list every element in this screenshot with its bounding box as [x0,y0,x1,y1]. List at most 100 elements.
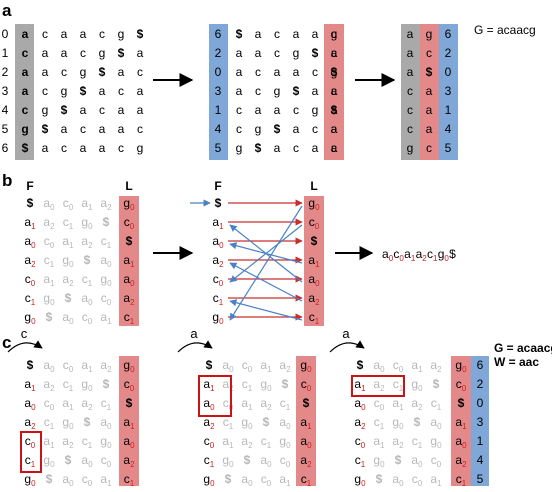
middle-symbol: g0 [373,453,385,469]
l-symbol: c0 [456,377,467,393]
middle-symbol: c1 [374,415,385,431]
rotation-cell: a [61,122,68,136]
middle-symbol: a0 [100,415,112,431]
middle-symbol: a1 [260,358,272,374]
sorted-cell: g [274,84,281,98]
panel-c-pattern-label: W = aac [494,355,539,369]
f-cell: g [407,141,414,155]
sorted-cell: c [331,84,337,98]
sorted-cell: $ [293,84,300,98]
step-letter: a [342,326,350,341]
suffix-offset: 4 [215,122,222,136]
bwt-cell: c [331,46,337,60]
f-symbol: g0 [24,472,36,488]
lf-arrow [229,224,303,283]
middle-symbol: c0 [261,472,272,488]
f-symbol: $ [27,196,34,210]
rotation-cell: $ [42,122,49,136]
sorted-cell: c [236,122,242,136]
f-symbol: $ [206,358,213,372]
sorted-cell: g [293,46,300,60]
f-symbol: a0 [203,396,215,412]
rotation-cell: a [61,46,68,60]
l-symbol: $ [126,396,133,410]
middle-symbol: c1 [44,253,55,269]
sorted-cell: g [312,103,319,117]
l-symbol: a1 [300,415,312,431]
middle-symbol: a2 [100,196,112,212]
middle-symbol: a0 [43,358,55,374]
sorted-cell: $ [236,27,243,41]
l-symbol: c1 [301,472,312,488]
middle-symbol: c0 [431,453,442,469]
sorted-cell: a [293,65,300,79]
l-symbol: c0 [124,377,135,393]
rotation-cell: c [118,141,124,155]
middle-symbol: c1 [63,215,74,231]
middle-symbol: a1 [430,472,442,488]
middle-symbol: $ [65,453,72,467]
f-symbol: a2 [203,415,215,431]
middle-symbol: a2 [222,377,234,393]
bwt-cell: a [331,122,338,136]
middle-symbol: $ [46,310,53,324]
middle-symbol: $ [395,453,402,467]
rotation-cell: c [22,103,29,117]
lf-arrow [229,299,303,321]
sorted-cell: a [236,84,243,98]
f-header-2: F [214,179,221,193]
f-symbol: $ [27,358,34,372]
f-symbol: c1 [25,453,36,469]
middle-symbol: a2 [392,434,404,450]
panel-c-label: c [2,333,11,352]
sorted-cell: a [274,65,281,79]
bwt-cell: g [331,27,338,41]
middle-symbol: c1 [101,234,112,250]
l-symbol-2: g0 [308,196,320,212]
middle-symbol: a0 [81,453,93,469]
f-symbol-2: a0 [212,234,224,250]
middle-symbol: $ [244,453,251,467]
middle-symbol: c1 [63,377,74,393]
middle-symbol: a2 [260,396,272,412]
f-symbol: c0 [25,272,36,288]
l-symbol: a0 [300,434,312,450]
rotation-cell: a [137,84,144,98]
rotation-cell: a [61,27,68,41]
l-symbol: c1 [456,472,467,488]
f-symbol-2: c0 [213,272,224,288]
middle-symbol: a2 [62,434,74,450]
l-symbol: c0 [124,215,135,231]
middle-symbol: a2 [100,358,112,374]
middle-symbol: a0 [62,310,74,326]
middle-symbol: g0 [430,434,442,450]
rotation-cell: a [22,84,29,98]
sorted-cell: c [312,122,318,136]
rotation-cell: $ [137,27,144,41]
l-symbol: g0 [300,358,312,374]
l-symbol: a0 [123,272,135,288]
f-cell: a [407,46,414,60]
middle-symbol: a1 [62,234,74,250]
middle-symbol: c1 [101,396,112,412]
middle-symbol: a2 [43,377,55,393]
sa-offset: 4 [477,453,484,467]
middle-symbol: a1 [100,310,112,326]
middle-symbol: c0 [412,472,423,488]
sorted-cell: a [236,46,243,60]
middle-symbol: $ [433,377,440,391]
middle-symbol: g0 [62,415,74,431]
middle-symbol: $ [414,415,421,429]
l-symbol: a0 [455,434,467,450]
f-symbol-2: $ [215,196,222,210]
rotation-cell: c [99,27,105,41]
sorted-cell: c [255,65,261,79]
sorted-cell: a [331,46,338,60]
middle-symbol: a0 [373,358,385,374]
middle-symbol: a2 [43,215,55,231]
rotation-cell: a [80,141,87,155]
lf-arrow [229,205,303,321]
l-column-highlight [451,356,471,486]
rotation-cell: a [99,122,106,136]
